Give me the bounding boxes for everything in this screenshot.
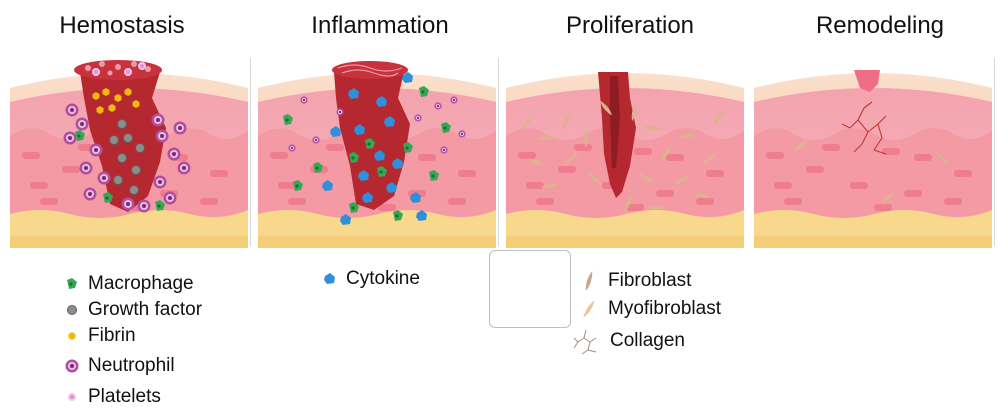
legend-growth-factor: Growth factor: [64, 299, 202, 321]
fibroblast-icon: [585, 271, 593, 291]
legend-collagen: Collagen: [570, 326, 685, 356]
stage-title-hemostasis: Hemostasis: [59, 12, 185, 39]
platelets-icon: [68, 393, 76, 401]
panel-proliferation: [506, 72, 744, 248]
separator-line: [250, 58, 251, 246]
macrophage-icon: [67, 278, 77, 289]
legend-label: Myofibroblast: [608, 298, 721, 319]
legend-myofibroblast: Myofibroblast: [578, 298, 721, 320]
separator-line: [498, 58, 499, 246]
collagen-icon: [573, 329, 597, 355]
legend-platelets: Platelets: [64, 386, 161, 408]
panel-hemostasis: [10, 60, 248, 248]
separator-line: [994, 58, 995, 246]
legend-label: Collagen: [610, 330, 685, 351]
legend-neutrophil: Neutrophil: [64, 355, 175, 377]
legend-cytokine: Cytokine: [322, 268, 420, 290]
legend-label: Fibroblast: [608, 270, 692, 291]
legend-fibrin: Fibrin: [64, 325, 136, 347]
legend-label: Platelets: [88, 386, 161, 407]
stage-title-inflammation: Inflammation: [311, 12, 449, 39]
legend-label: Cytokine: [346, 268, 420, 289]
legend-macrophage: Macrophage: [64, 273, 194, 295]
stage-title-proliferation: Proliferation: [565, 12, 695, 39]
legend-label: Fibrin: [88, 325, 136, 346]
panel-remodeling: [754, 70, 992, 248]
neutrophil-icon: [65, 359, 79, 373]
fibrin-icon: [68, 332, 76, 340]
empty-frame: [489, 250, 571, 328]
growth-factor-icon: [67, 305, 77, 315]
cytokine-icon: [324, 273, 335, 284]
legend-label: Macrophage: [88, 273, 194, 294]
legend-fibroblast: Fibroblast: [578, 270, 691, 292]
myofibroblast-icon: [583, 300, 595, 318]
panel-inflammation: [258, 61, 496, 248]
legend-label: Neutrophil: [88, 355, 175, 376]
stage-title-remodeling: Remodeling: [815, 12, 945, 39]
legend-label: Growth factor: [88, 299, 203, 320]
